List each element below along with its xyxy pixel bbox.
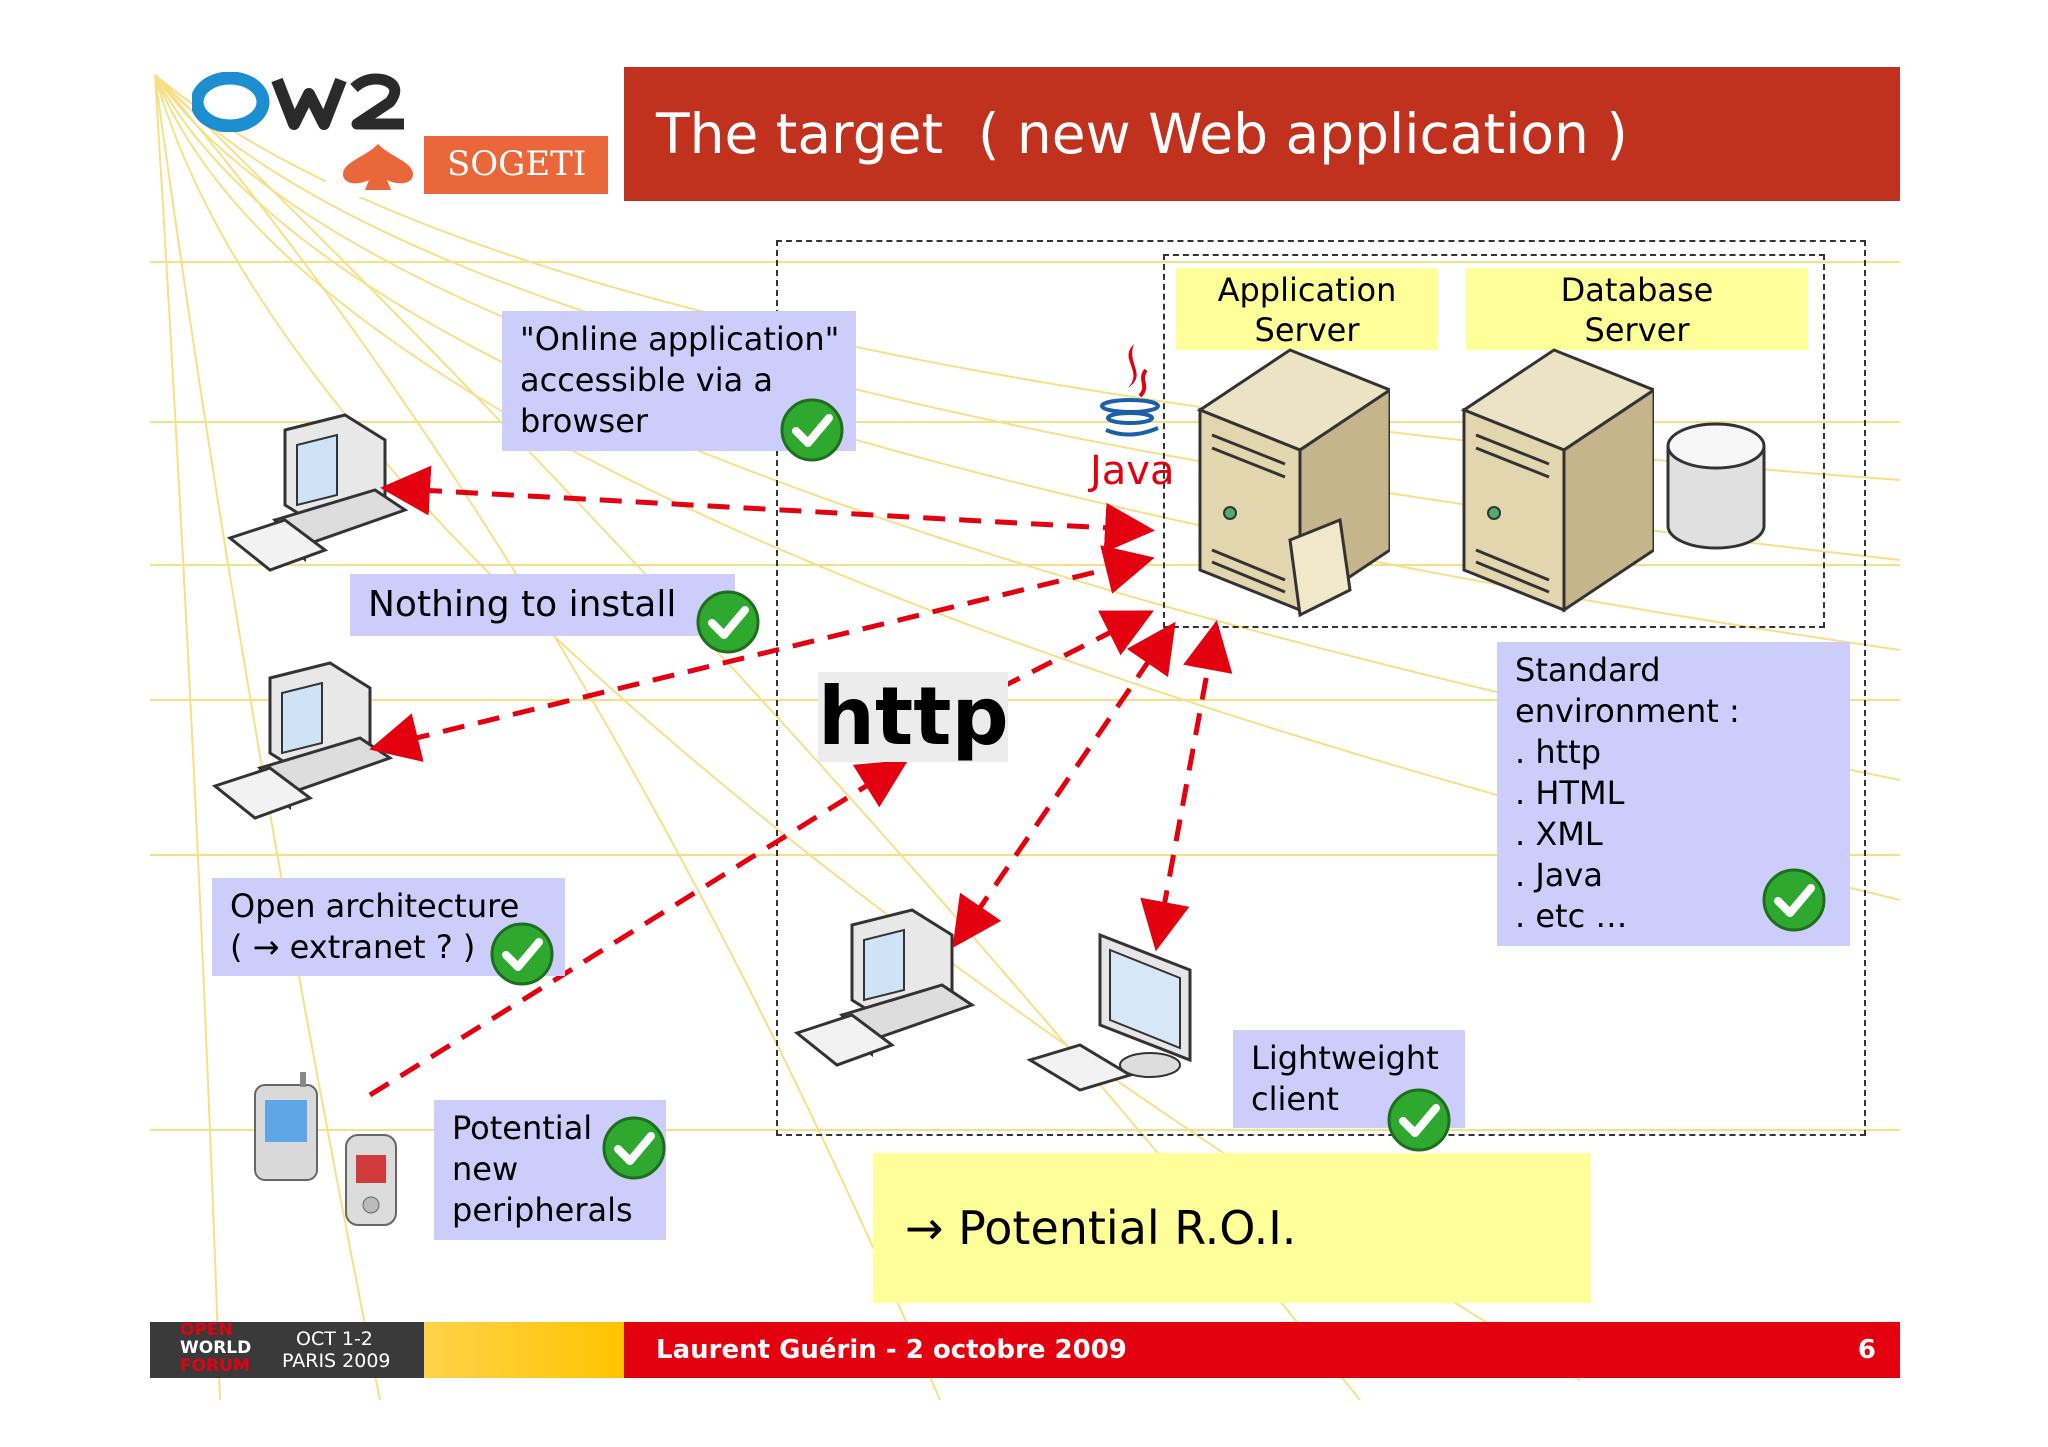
nothing-to-install-callout: Nothing to install [350,574,735,636]
callout-line: new [452,1150,519,1188]
callout-line: "Online application" [520,320,840,358]
callout-line: . XML [1515,815,1603,853]
potential-peripherals-callout: Potential new peripherals [434,1100,666,1240]
callout-line: . Java [1515,856,1603,894]
lightweight-client-callout: Lightweight client [1233,1030,1465,1128]
arrow-client1-server [380,465,1155,553]
client-computer-2-icon [211,661,394,820]
open-architecture-callout: Open architecture ( → extranet ? ) [212,878,565,976]
check-icon [490,922,554,986]
db-server-label: Database Server [1466,268,1808,350]
arrow-mobile [368,759,909,1098]
event-place: PARIS 2009 [282,1350,391,1372]
arrow-http-server [998,610,1154,691]
footer-bar: Laurent Guérin - 2 octobre 2009 6 [624,1322,1900,1378]
event-logo-line1: OPEN [180,1320,233,1340]
sogeti-logo: SOGETI [326,133,611,197]
callout-line: . http [1515,733,1602,771]
thin-client-monitor-icon [1026,932,1192,1092]
event-logo-line2: WORLD [180,1338,252,1358]
check-icon [696,590,760,654]
db-server-label-line1: Database [1560,271,1714,309]
callout-line: ( → extranet ? ) [230,928,476,966]
event-logo: OPEN WORLD FORUM OCT 1-2 PARIS 2009 [150,1320,424,1378]
smartphone-icon [254,1072,318,1181]
page-number: 6 [1857,1335,1876,1365]
app-server-label-line2: Server [1254,311,1360,349]
callout-line: client [1251,1080,1339,1118]
client-computer-3-icon [793,908,976,1067]
page-title-bar: The target ( new Web application ) [624,67,1900,201]
sogeti-text: SOGETI [447,144,587,184]
callout-line: . etc … [1515,897,1628,935]
arrow-client3-server [952,621,1176,949]
database-server-icon [1460,348,1654,613]
callout-line: Open architecture [230,887,520,925]
check-icon [1762,868,1826,932]
event-date: OCT 1-2 [296,1328,373,1350]
callout-line: Lightweight [1251,1039,1439,1077]
db-server-label-line2: Server [1584,311,1690,349]
callout-line: environment : [1515,692,1740,730]
callout-line: accessible via a [520,361,773,399]
footer-author: Laurent Guérin - 2 octobre 2009 [656,1335,1127,1365]
app-server-label: Application Server [1176,268,1438,350]
ow2-logo [192,72,404,132]
footer-yellow-band [424,1322,624,1378]
callout-line: Nothing to install [368,584,677,625]
callout-line: peripherals [452,1191,633,1229]
check-icon [602,1116,666,1180]
event-logo-line3: FORUM [180,1356,250,1376]
arrow-client2-server [369,545,1155,762]
database-cylinder-icon [1666,422,1766,550]
check-icon [1387,1088,1451,1152]
callout-line: Potential [452,1109,593,1147]
callout-line: Standard [1515,651,1661,689]
application-server-icon [1196,348,1390,618]
page-title: The target ( new Web application ) [656,102,1628,166]
java-logo-icon [1100,344,1160,437]
standard-environment-callout: Standard environment : . http . HTML . X… [1497,642,1850,946]
app-server-label-line1: Application [1217,271,1397,309]
roi-note: → Potential R.O.I. [873,1153,1591,1303]
flip-phone-icon [345,1134,397,1226]
arrow-thinclient-server [1140,620,1233,952]
http-label: http [818,670,1009,763]
servers-boundary [1163,254,1825,628]
callout-line: . HTML [1515,774,1625,812]
roi-text: → Potential R.O.I. [905,1201,1297,1255]
spade-icon [343,144,413,190]
callout-line: browser [520,402,649,440]
check-icon [780,398,844,462]
